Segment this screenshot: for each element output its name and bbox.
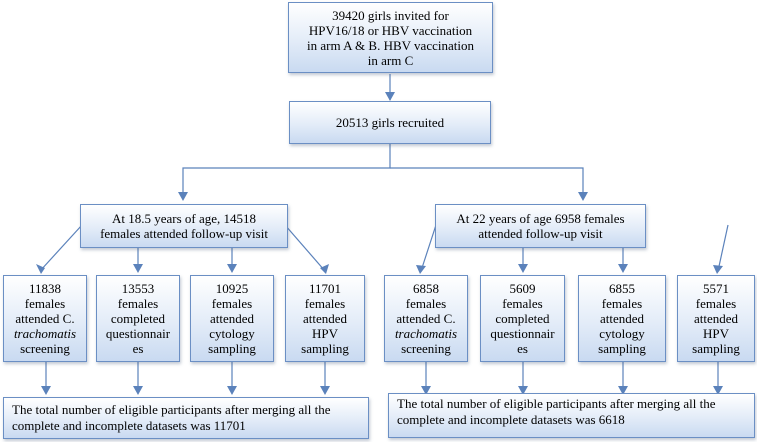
leaf-line: 10925 [215, 281, 249, 296]
left-followup-line: At 18.5 years of age, 14518 [111, 211, 257, 226]
invited-line: in arm A & B. HBV vaccination [307, 37, 474, 53]
leaf-line: females [24, 296, 66, 311]
left-leaf-questionnaire: 13553 females completed questionnair es [96, 275, 180, 362]
right-followup-line: At 22 years of age 6958 females [456, 211, 625, 226]
right-total-line: The total number of eligible participant… [397, 396, 716, 411]
invited-line: in arm C [367, 52, 414, 68]
connector-left-leaf-1 [39, 224, 83, 272]
leaf-line: 13553 [121, 281, 155, 296]
arrowhead [416, 265, 426, 274]
leaf-line: 5571 [702, 281, 729, 296]
arrowhead [227, 386, 237, 395]
invited-box: 39420 girls invited for HPV16/18 or HBV … [288, 2, 493, 73]
leaf-line: cytology [599, 326, 645, 341]
leaf-line: females [502, 296, 543, 311]
leaf-line: trachomatis [13, 326, 77, 341]
connector-right-leaf-4 [717, 224, 729, 272]
leaf-line: attended [302, 311, 348, 326]
leaf-line: attended [693, 311, 739, 326]
left-followup-line: females attended follow-up visit [100, 226, 268, 241]
leaf-line: 5609 [509, 281, 536, 296]
right-leaf-cytology: 6855 females attended cytology sampling [578, 275, 666, 362]
arrowhead [713, 386, 723, 395]
left-leaf-hpv: 11701 females attended HPV sampling [285, 275, 365, 362]
right-total-box: The total number of eligible participant… [388, 393, 755, 438]
arrowhead [385, 92, 395, 101]
connector-recruited-to-left [182, 144, 391, 199]
recruited-box: 20513 girls recruited [289, 101, 491, 144]
leaf-line: completed [110, 311, 166, 326]
invited-line: 39420 girls invited for [332, 7, 449, 23]
leaf-line: attended C. [15, 311, 75, 326]
right-leaf-questionnaire: 5609 females completed questionnair es [480, 275, 565, 362]
leaf-line: 6855 [608, 281, 635, 296]
arrowhead [713, 265, 723, 274]
right-followup-line: attended follow-up visit [478, 226, 603, 241]
leaf-line: completed [495, 311, 550, 326]
leaf-line: attended [209, 311, 255, 326]
leaf-line: sampling [208, 341, 256, 356]
leaf-line: females [304, 296, 346, 311]
left-followup-box: At 18.5 years of age, 14518 females atte… [80, 204, 288, 248]
leaf-line: sampling [692, 341, 740, 356]
leaf-line: females [695, 296, 737, 311]
arrowhead [421, 386, 431, 395]
leaf-line: females [211, 296, 253, 311]
leaf-line: screening [20, 341, 70, 356]
arrowhead [618, 264, 628, 273]
arrowhead [578, 192, 588, 201]
connector-left-leaf-4 [284, 224, 326, 272]
leaf-line: sampling [301, 341, 349, 356]
leaf-line: HPV [702, 326, 729, 341]
leaf-line: HPV [311, 326, 338, 341]
right-leaf-hpv: 5571 females attended HPV sampling [677, 275, 755, 362]
leaf-line: 11838 [28, 281, 62, 296]
left-total-box: The total number of eligible participant… [3, 397, 369, 439]
left-total-line: complete and incomplete datasets was 117… [12, 418, 246, 433]
leaf-line: es [132, 341, 144, 356]
right-followup-box: At 22 years of age 6958 females attended… [435, 204, 646, 248]
leaf-line: females [601, 296, 643, 311]
arrowhead [320, 264, 329, 274]
leaf-line: females [117, 296, 159, 311]
leaf-line: 11701 [308, 281, 341, 296]
left-total-line: The total number of eligible participant… [12, 402, 331, 417]
arrowhead [518, 386, 528, 395]
leaf-line: attended [599, 311, 645, 326]
connector-recruited-to-right [390, 167, 584, 199]
leaf-line: questionnair [105, 326, 171, 341]
leaf-line: trachomatis [394, 326, 458, 341]
connector-right-leaf-1 [420, 224, 437, 272]
arrowhead [178, 192, 188, 201]
leaf-line: es [517, 341, 528, 356]
right-leaf-chlamydia: 6858 females attended C. trachomatis scr… [384, 275, 468, 362]
leaf-line: attended C. [396, 311, 456, 326]
arrowhead [320, 386, 330, 395]
arrowhead [41, 386, 51, 395]
invited-line: HPV16/18 or HBV vaccination [308, 22, 473, 38]
arrowhead [618, 386, 628, 395]
arrowhead [133, 264, 143, 273]
left-leaf-chlamydia: 11838 females attended C. trachomatis sc… [3, 275, 87, 362]
right-total-line: complete and incomplete datasets was 661… [397, 412, 625, 427]
arrowhead [36, 264, 45, 274]
recruited-text: 20513 girls recruited [335, 115, 445, 130]
arrowhead [133, 386, 143, 395]
leaf-line: cytology [209, 326, 255, 341]
arrowhead [518, 264, 528, 273]
arrowhead [227, 264, 237, 273]
leaf-line: females [405, 296, 447, 311]
leaf-line: 6858 [413, 281, 439, 296]
leaf-line: screening [401, 341, 451, 356]
leaf-line: sampling [598, 341, 646, 356]
left-leaf-cytology: 10925 females attended cytology sampling [190, 275, 274, 362]
leaf-line: questionnair [490, 326, 555, 341]
